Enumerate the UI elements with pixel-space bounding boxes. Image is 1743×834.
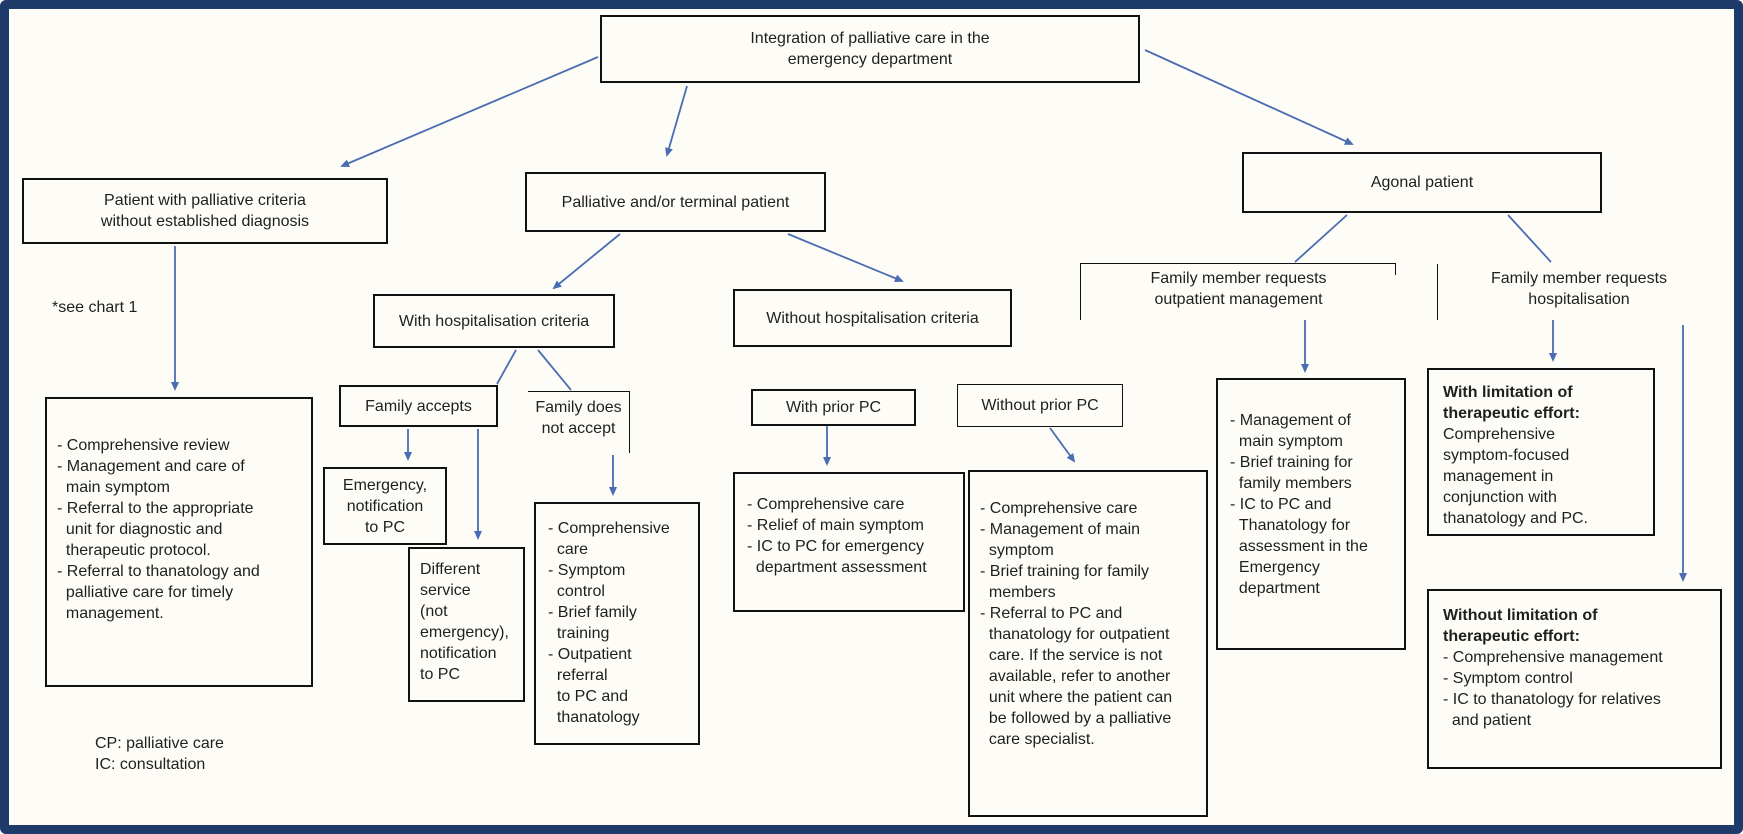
arrow-terminal-to-without-hosp bbox=[787, 233, 904, 283]
with-prior-pc-box: With prior PC bbox=[751, 389, 916, 426]
family-accepts-box: Family accepts bbox=[339, 385, 498, 427]
outpatient-request-text: Family member requests outpatient manage… bbox=[1150, 270, 1327, 308]
line-withhosp-to-family-accepts bbox=[496, 349, 517, 385]
different-service-box: Different service (not emergency), notif… bbox=[408, 547, 525, 702]
emergency-notification-box: Emergency, notification to PC bbox=[323, 467, 447, 545]
arrow-title-to-terminal-patient bbox=[665, 85, 688, 157]
arrow-terminal-to-with-hosp bbox=[552, 233, 621, 290]
with-hospitalisation-box: With hospitalisation criteria bbox=[373, 294, 615, 348]
outpatient-actions-text: - Management of main symptom - Brief tra… bbox=[1230, 412, 1368, 597]
title-box: Integration of palliative care in the em… bbox=[600, 15, 1140, 83]
family-not-accept-actions-text: - Comprehensive care - Symptom control -… bbox=[548, 520, 670, 726]
outpatient-actions-box: - Management of main symptom - Brief tra… bbox=[1216, 378, 1406, 650]
family-not-accept-actions-box: - Comprehensive care - Symptom control -… bbox=[534, 502, 700, 745]
see-chart-note: *see chart 1 bbox=[52, 299, 138, 316]
left-actions-box: - Comprehensive review - Management and … bbox=[45, 397, 313, 687]
title-text: Integration of palliative care in the em… bbox=[750, 30, 990, 68]
left-actions-text: - Comprehensive review - Management and … bbox=[57, 437, 260, 622]
without-prior-actions-text: - Comprehensive care - Management of mai… bbox=[980, 500, 1173, 748]
with-prior-actions-box: - Comprehensive care - Relief of main sy… bbox=[733, 472, 965, 612]
agonal-patient-text: Agonal patient bbox=[1370, 174, 1474, 191]
agonal-patient-box: Agonal patient bbox=[1242, 152, 1602, 213]
emergency-notification-text: Emergency, notification to PC bbox=[342, 476, 428, 536]
hospitalisation-request-text: Family member requests hospitalisation bbox=[1490, 270, 1668, 308]
without-limitation-box: Without limitation of therapeutic effort… bbox=[1427, 589, 1722, 769]
without-hospitalisation-box: Without hospitalisation criteria bbox=[733, 289, 1012, 347]
palliative-terminal-text: Palliative and/or terminal patient bbox=[561, 193, 790, 211]
with-limitation-body: Comprehensive symptom-focused management… bbox=[1443, 426, 1588, 527]
with-prior-actions-text: - Comprehensive care - Relief of main sy… bbox=[747, 496, 927, 576]
different-service-text: Different service (not emergency), notif… bbox=[420, 561, 509, 683]
outpatient-request-bracket: Family member requests outpatient manage… bbox=[1080, 263, 1396, 320]
without-prior-pc-box: Without prior PC bbox=[957, 384, 1123, 427]
without-limitation-title: Without limitation of therapeutic effort… bbox=[1443, 607, 1598, 645]
without-limitation-body: - Comprehensive management - Symptom con… bbox=[1443, 649, 1663, 729]
arrow-withoutprior-to-actions bbox=[1049, 427, 1076, 463]
palliative-criteria-box: Patient with palliative criteria without… bbox=[22, 178, 388, 244]
family-accepts-text: Family accepts bbox=[365, 397, 472, 415]
outpatient-request-right-tick bbox=[1395, 263, 1396, 275]
with-hospitalisation-text: With hospitalisation criteria bbox=[398, 312, 590, 330]
arrow-title-to-agonal-patient bbox=[1144, 49, 1354, 145]
palliative-criteria-text: Patient with palliative criteria without… bbox=[100, 192, 310, 230]
hospitalisation-request-bracket: Family member requests hospitalisation bbox=[1437, 264, 1720, 320]
with-limitation-title: With limitation of therapeutic effort: bbox=[1443, 384, 1580, 422]
with-prior-pc-text: With prior PC bbox=[785, 399, 882, 416]
line-withhosp-to-family-not-accept bbox=[537, 349, 572, 391]
without-hospitalisation-text: Without hospitalisation criteria bbox=[766, 309, 979, 327]
family-not-accept-text: Family does not accept bbox=[535, 399, 622, 437]
with-limitation-box: With limitation of therapeutic effort: C… bbox=[1427, 368, 1655, 536]
line-agonal-to-outpatient-request bbox=[1294, 214, 1348, 263]
abbreviation-legend: CP: palliative care IC: consultation bbox=[95, 735, 224, 773]
without-prior-pc-text: Without prior PC bbox=[981, 397, 1099, 414]
arrow-title-to-palliative-criteria bbox=[340, 56, 599, 167]
without-prior-actions-box: - Comprehensive care - Management of mai… bbox=[968, 470, 1208, 817]
family-not-accept-box: Family does not accept bbox=[528, 391, 630, 453]
palliative-terminal-box: Palliative and/or terminal patient bbox=[525, 172, 826, 232]
line-agonal-to-hosp-request bbox=[1507, 214, 1552, 263]
